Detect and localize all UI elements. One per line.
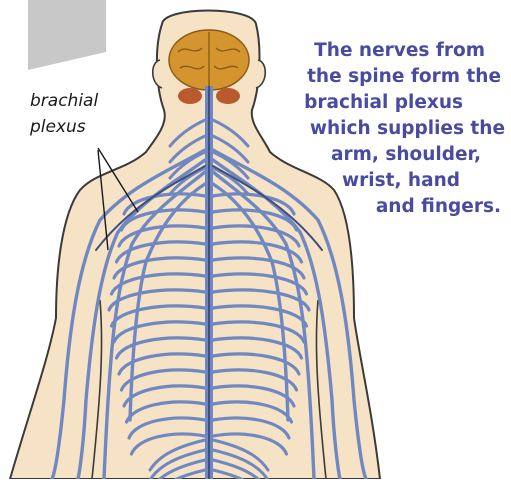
brachial-label-line: brachial	[30, 88, 98, 114]
cerebellum-right	[216, 88, 240, 104]
brachial-label-line: plexus	[30, 114, 98, 140]
cerebellum-left	[178, 88, 202, 104]
caption-line: wrist, hand	[275, 168, 460, 194]
brachial-plexus-label: brachial plexus	[30, 88, 98, 140]
caption-line: brachial plexus	[275, 90, 463, 116]
caption-line: the spine form the	[275, 64, 501, 90]
caption-line: arm, shoulder,	[275, 142, 481, 168]
caption-line: which supplies the	[275, 116, 505, 142]
corner-tab	[28, 0, 106, 70]
caption-line: and fingers.	[275, 194, 501, 220]
caption-line: The nerves from	[275, 38, 485, 64]
caption-text: The nerves from the spine form the brach…	[275, 38, 505, 220]
